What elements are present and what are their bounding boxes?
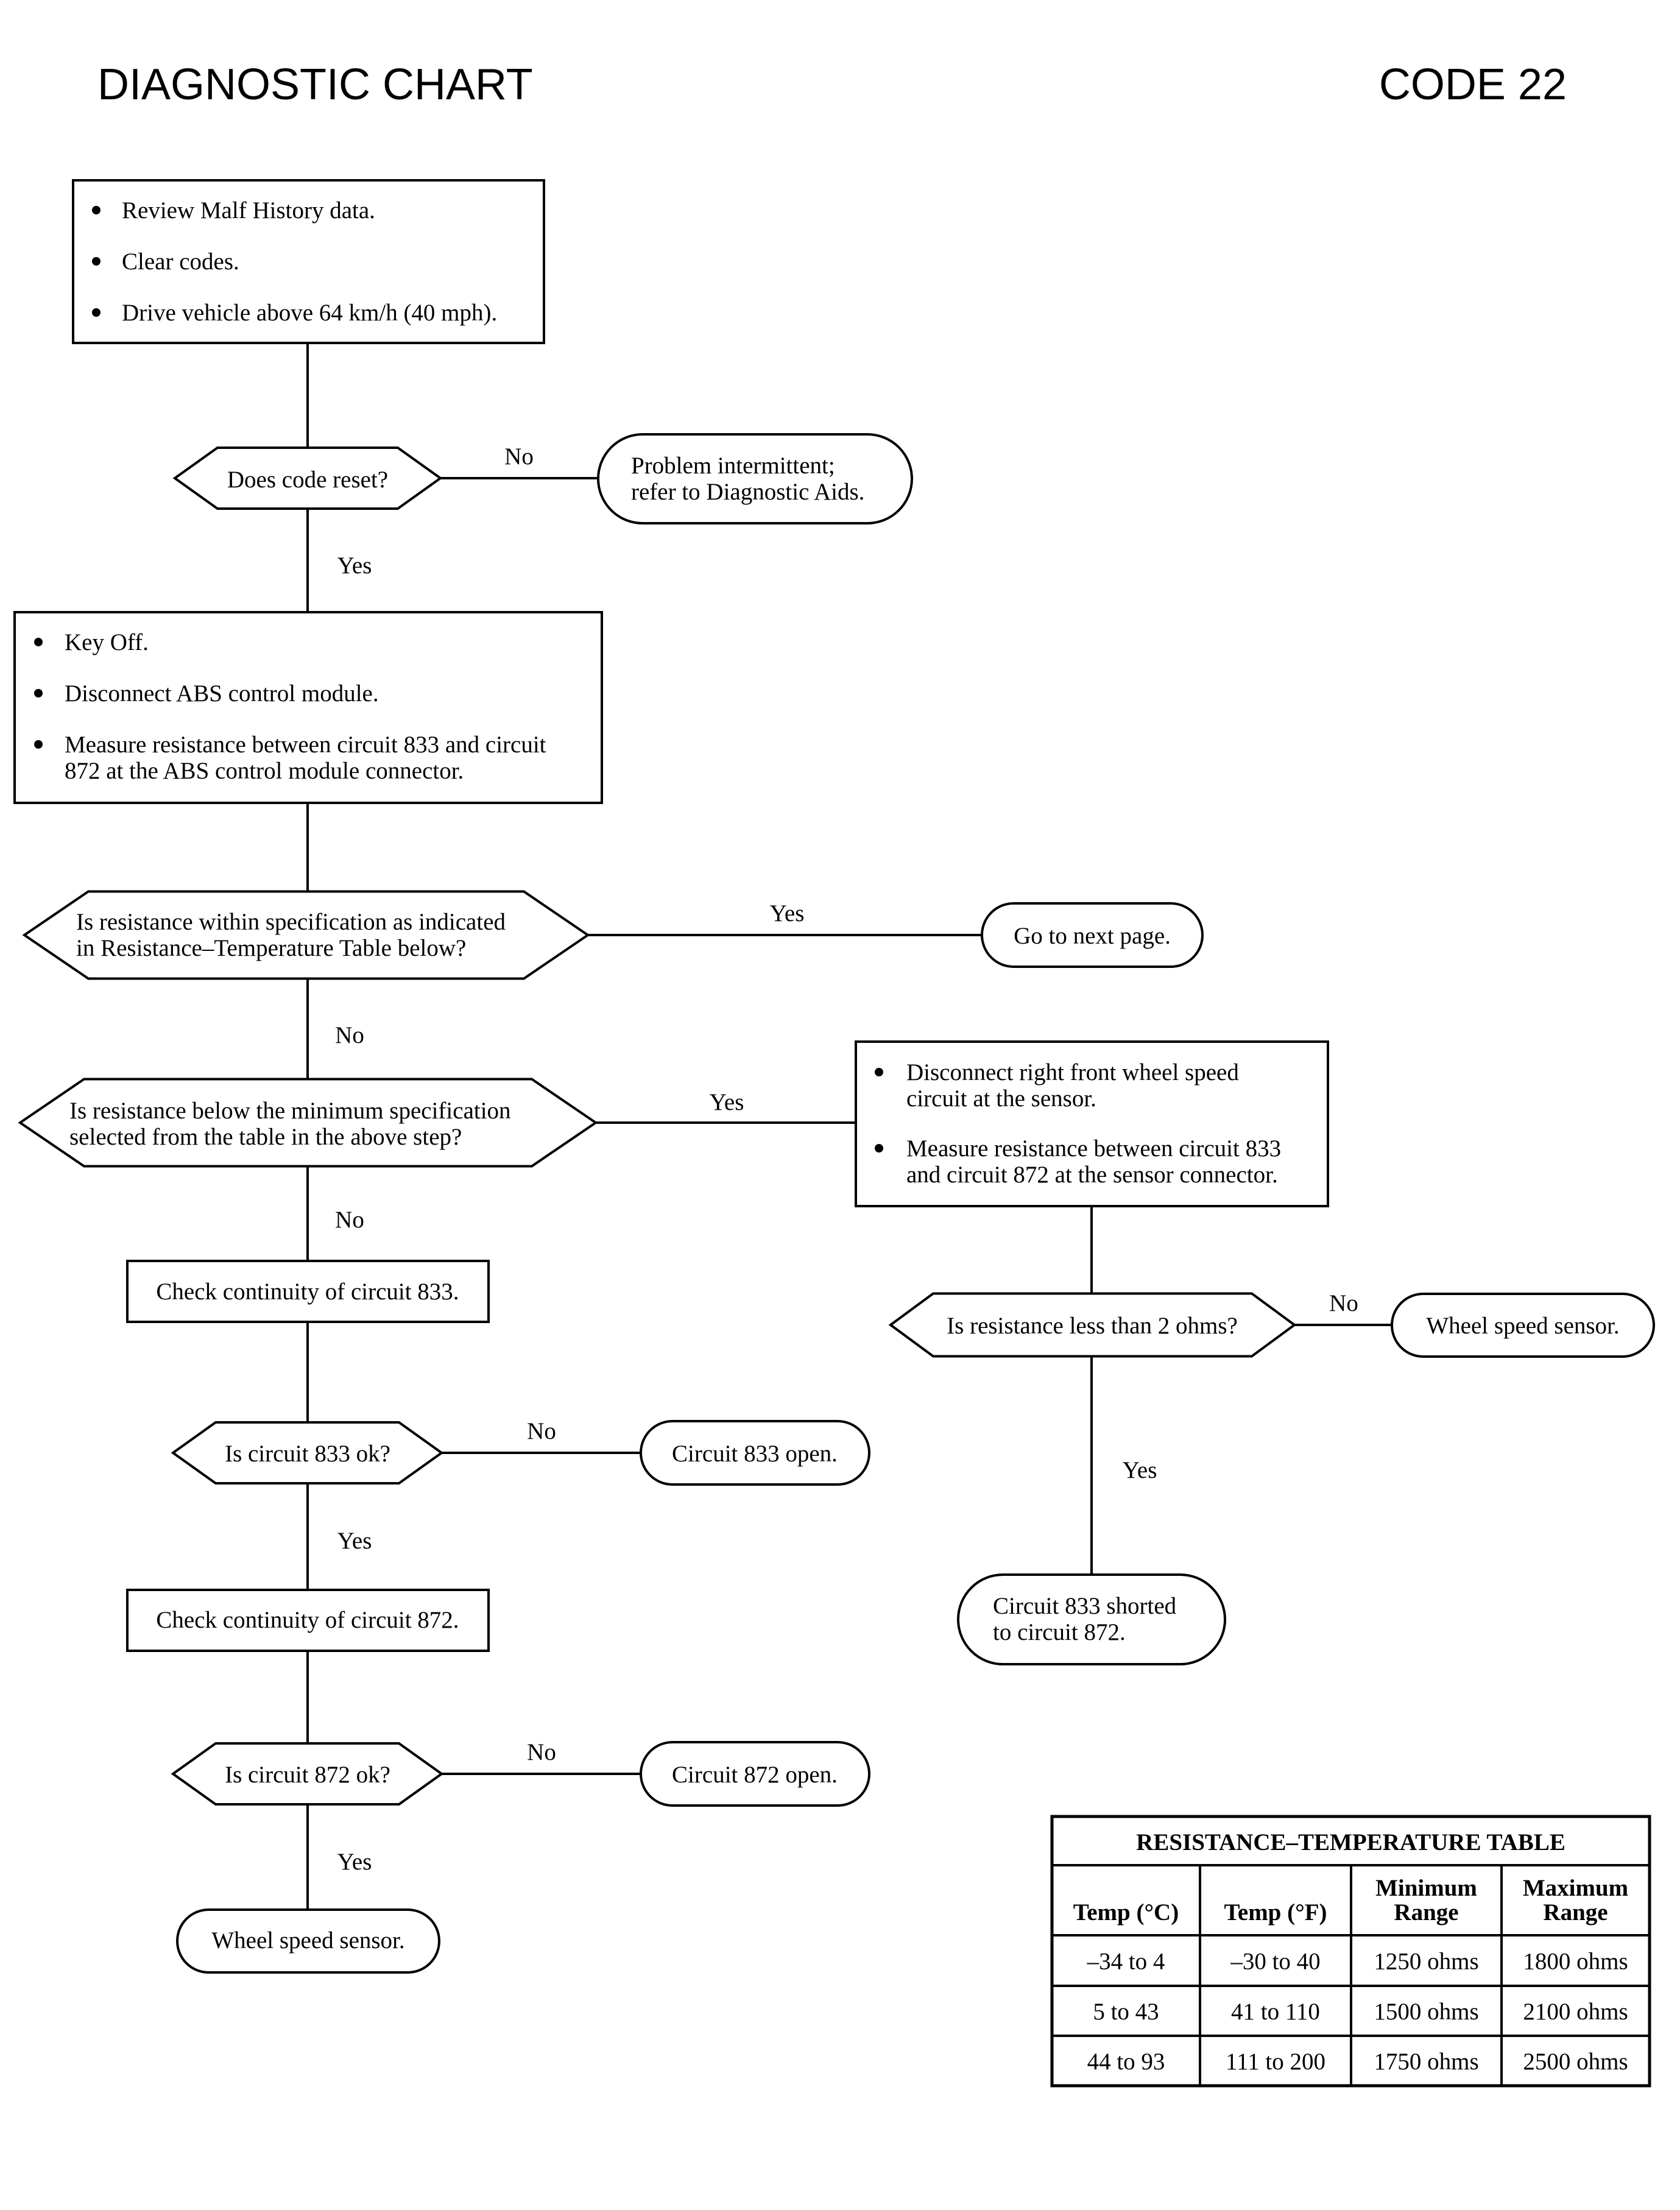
bullet-text: 872 at the ABS control module connector. <box>65 758 464 784</box>
table-cell: –30 to 40 <box>1230 1949 1320 1975</box>
edge-label-yes: Yes <box>337 1528 372 1554</box>
terminal-text: refer to Diagnostic Aids. <box>631 479 864 505</box>
decision-text: Is resistance below the minimum specific… <box>69 1098 511 1124</box>
edge-label-no: No <box>335 1022 364 1048</box>
terminal-text: Wheel speed sensor. <box>211 1927 404 1954</box>
decision-833-ok <box>171 1421 444 1485</box>
process-text: Check continuity of circuit 872. <box>156 1607 459 1633</box>
decision-872-ok <box>171 1742 444 1806</box>
edge-label-yes: Yes <box>770 900 805 927</box>
terminal-872-open <box>640 1741 870 1807</box>
process-text: Check continuity of circuit 833. <box>156 1279 459 1305</box>
edge-label-yes: Yes <box>337 1849 372 1875</box>
box-check-872 <box>126 1589 490 1652</box>
flow-labels: DIAGNOSTIC CHART CODE 22 Review Malf Histo… <box>34 60 1620 1954</box>
terminal-shorted <box>957 1573 1226 1665</box>
decision-below-min <box>18 1078 598 1168</box>
bullet-text: Drive vehicle above 64 km/h (40 mph). <box>122 300 497 326</box>
decision-text: Does code reset? <box>227 467 388 493</box>
bullet-dot <box>875 1144 883 1153</box>
decision-text: Is resistance less than 2 ohms? <box>947 1313 1238 1339</box>
edge-label-no: No <box>335 1207 364 1233</box>
chart-title: DIAGNOSTIC CHART <box>97 60 533 109</box>
edge-label-yes: Yes <box>1123 1457 1157 1483</box>
resistance-temperature-table: RESISTANCE–TEMPERATURE TABLE Temp (°C) Tem… <box>1050 1815 1651 2088</box>
edge-label-no: No <box>527 1739 556 1765</box>
decision-text: Is resistance within specification as in… <box>76 909 506 935</box>
decision-within-spec <box>22 890 590 980</box>
terminal-text: Circuit 833 open. <box>672 1441 838 1467</box>
bullet-text: Key Off. <box>65 629 149 655</box>
decision-text: Is circuit 872 ok? <box>225 1762 390 1788</box>
table-title: RESISTANCE–TEMPERATURE TABLE <box>1136 1829 1565 1855</box>
bullet-text: Clear codes. <box>122 249 239 275</box>
edge-label-yes: Yes <box>710 1089 744 1115</box>
table-header-cell: Minimum <box>1375 1875 1477 1901</box>
terminal-text: Go to next page. <box>1014 923 1171 949</box>
box-check-833 <box>126 1260 490 1323</box>
bullet-dot <box>34 689 43 697</box>
table-cell: 41 to 110 <box>1231 1999 1320 2025</box>
bullet-dot <box>92 206 101 214</box>
edge-label-no: No <box>527 1418 556 1444</box>
bullet-dot <box>92 257 101 266</box>
table-header-cell: Temp (°F) <box>1224 1899 1327 1926</box>
table-header-cell: Maximum <box>1523 1875 1628 1901</box>
terminal-text: to circuit 872. <box>993 1619 1126 1645</box>
table-cell: 1800 ohms <box>1523 1949 1628 1975</box>
box-key-off <box>13 611 603 804</box>
table-cell: 44 to 93 <box>1087 2049 1165 2075</box>
table-cell: 2100 ohms <box>1523 1999 1628 2025</box>
table-cell: 1750 ohms <box>1374 2049 1478 2075</box>
decision-text: in Resistance–Temperature Table below? <box>76 935 466 961</box>
bullet-text: Disconnect right front wheel speed <box>906 1059 1239 1086</box>
box-review-malf <box>72 179 545 344</box>
terminal-intermittent <box>597 433 913 524</box>
table-cell: 2500 ohms <box>1523 2049 1628 2075</box>
decision-less-2-ohms <box>888 1292 1297 1358</box>
decision-code-reset <box>172 447 443 510</box>
bullet-dot <box>92 308 101 317</box>
bullet-text: Measure resistance between circuit 833 <box>906 1135 1281 1162</box>
bullet-text: and circuit 872 at the sensor connector. <box>906 1162 1278 1188</box>
flow-nodes: RESISTANCE–TEMPERATURE TABLE Temp (°C) Tem… <box>13 179 1655 2088</box>
table-cell: 111 to 200 <box>1226 2049 1325 2075</box>
terminal-833-open <box>640 1420 870 1486</box>
terminal-wss-right <box>1391 1293 1655 1358</box>
chart-code: CODE 22 <box>1379 60 1567 109</box>
edge-label-no: No <box>504 443 534 470</box>
bullet-dot <box>34 740 43 749</box>
bullet-dot <box>34 638 43 646</box>
terminal-text: Wheel speed sensor. <box>1426 1313 1619 1339</box>
table-header-cell: Temp (°C) <box>1073 1899 1179 1926</box>
bullet-dot <box>875 1068 883 1076</box>
table-header-cell: Range <box>1543 1899 1608 1926</box>
bullet-text: circuit at the sensor. <box>906 1086 1096 1112</box>
bullet-text: Review Malf History data. <box>122 197 375 224</box>
decision-text: selected from the table in the above ste… <box>69 1124 462 1150</box>
bullet-text: Measure resistance between circuit 833 a… <box>65 732 546 758</box>
table-cell: –34 to 4 <box>1087 1949 1165 1975</box>
terminal-wss-bottom <box>176 1908 440 1974</box>
table-cell: 1250 ohms <box>1374 1949 1478 1975</box>
table-cell: 1500 ohms <box>1374 1999 1478 2025</box>
edge-label-yes: Yes <box>337 552 372 579</box>
terminal-next-page <box>981 902 1204 968</box>
terminal-text: Circuit 833 shorted <box>993 1593 1177 1619</box>
edge-label-no: No <box>1329 1290 1358 1316</box>
table-header-cell: Range <box>1394 1899 1458 1926</box>
bullet-text: Disconnect ABS control module. <box>65 680 379 707</box>
terminal-text: Problem intermittent; <box>631 453 835 479</box>
table-cell: 5 to 43 <box>1093 1999 1159 2025</box>
box-sensor-measure <box>855 1040 1329 1207</box>
decision-text: Is circuit 833 ok? <box>225 1441 390 1467</box>
terminal-text: Circuit 872 open. <box>672 1762 838 1788</box>
